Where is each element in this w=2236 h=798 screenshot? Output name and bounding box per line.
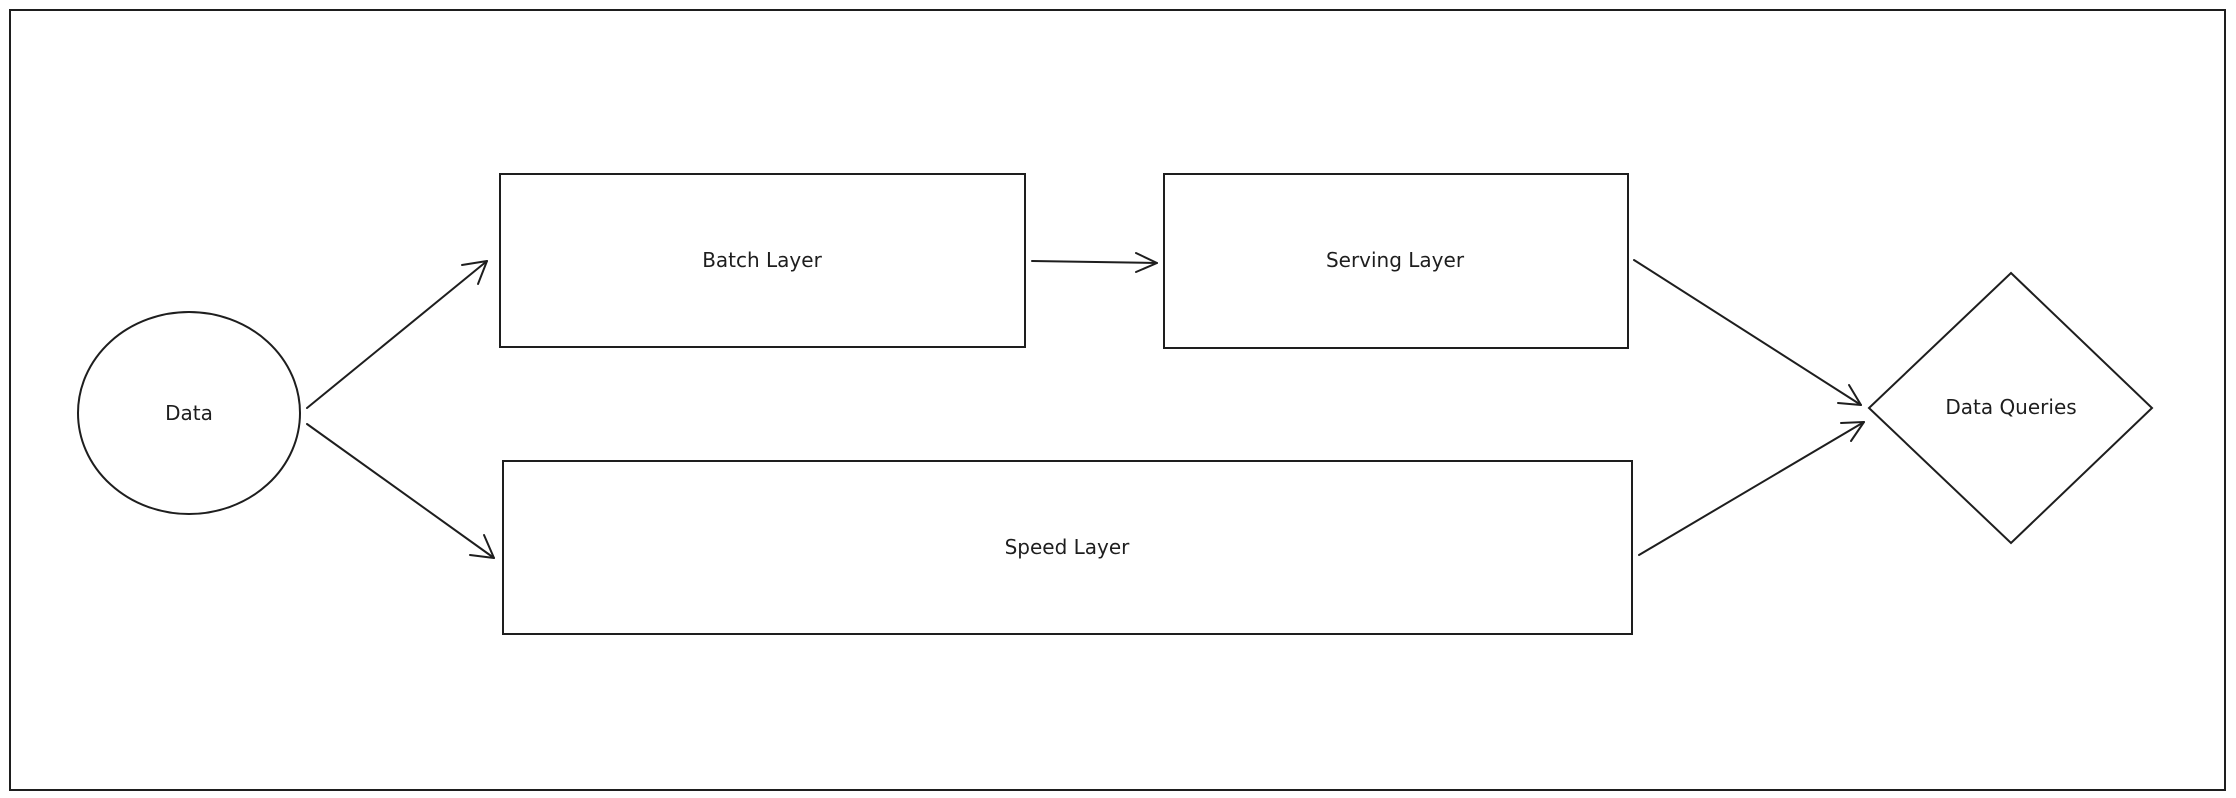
node-serving-layer[interactable]: Serving Layer <box>1163 173 1629 349</box>
arrow-serving-to-queries <box>1633 259 1862 406</box>
batch-layer-label: Batch Layer <box>702 248 822 272</box>
batch-layer-box <box>499 173 1026 348</box>
arrow-speed-to-queries <box>1638 421 1865 556</box>
speed-layer-label: Speed Layer <box>1005 535 1131 559</box>
data-label: Data <box>165 401 213 425</box>
arrowhead <box>1837 384 1862 406</box>
arrow-batch-to-serving <box>1031 252 1158 273</box>
node-batch-layer[interactable]: Batch Layer <box>499 173 1026 348</box>
diagram-frame <box>9 9 2226 791</box>
arrowhead <box>1840 421 1865 442</box>
serving-layer-label: Serving Layer <box>1326 248 1465 272</box>
arrow-data-to-speed <box>306 423 495 559</box>
data-queries-label: Data Queries <box>1945 395 2076 419</box>
arrow-data-to-batch <box>306 260 488 409</box>
node-speed-layer[interactable]: Speed Layer <box>502 460 1633 635</box>
arrowhead <box>469 534 495 559</box>
data-ellipse <box>77 311 301 515</box>
node-data-queries[interactable]: Data Queries <box>1867 271 2154 545</box>
arrowhead <box>461 260 488 285</box>
node-data[interactable]: Data <box>77 311 301 515</box>
arrowhead <box>1135 252 1158 273</box>
speed-layer-box <box>502 460 1633 635</box>
data-queries-diamond <box>1867 271 2154 545</box>
serving-layer-box <box>1163 173 1629 349</box>
